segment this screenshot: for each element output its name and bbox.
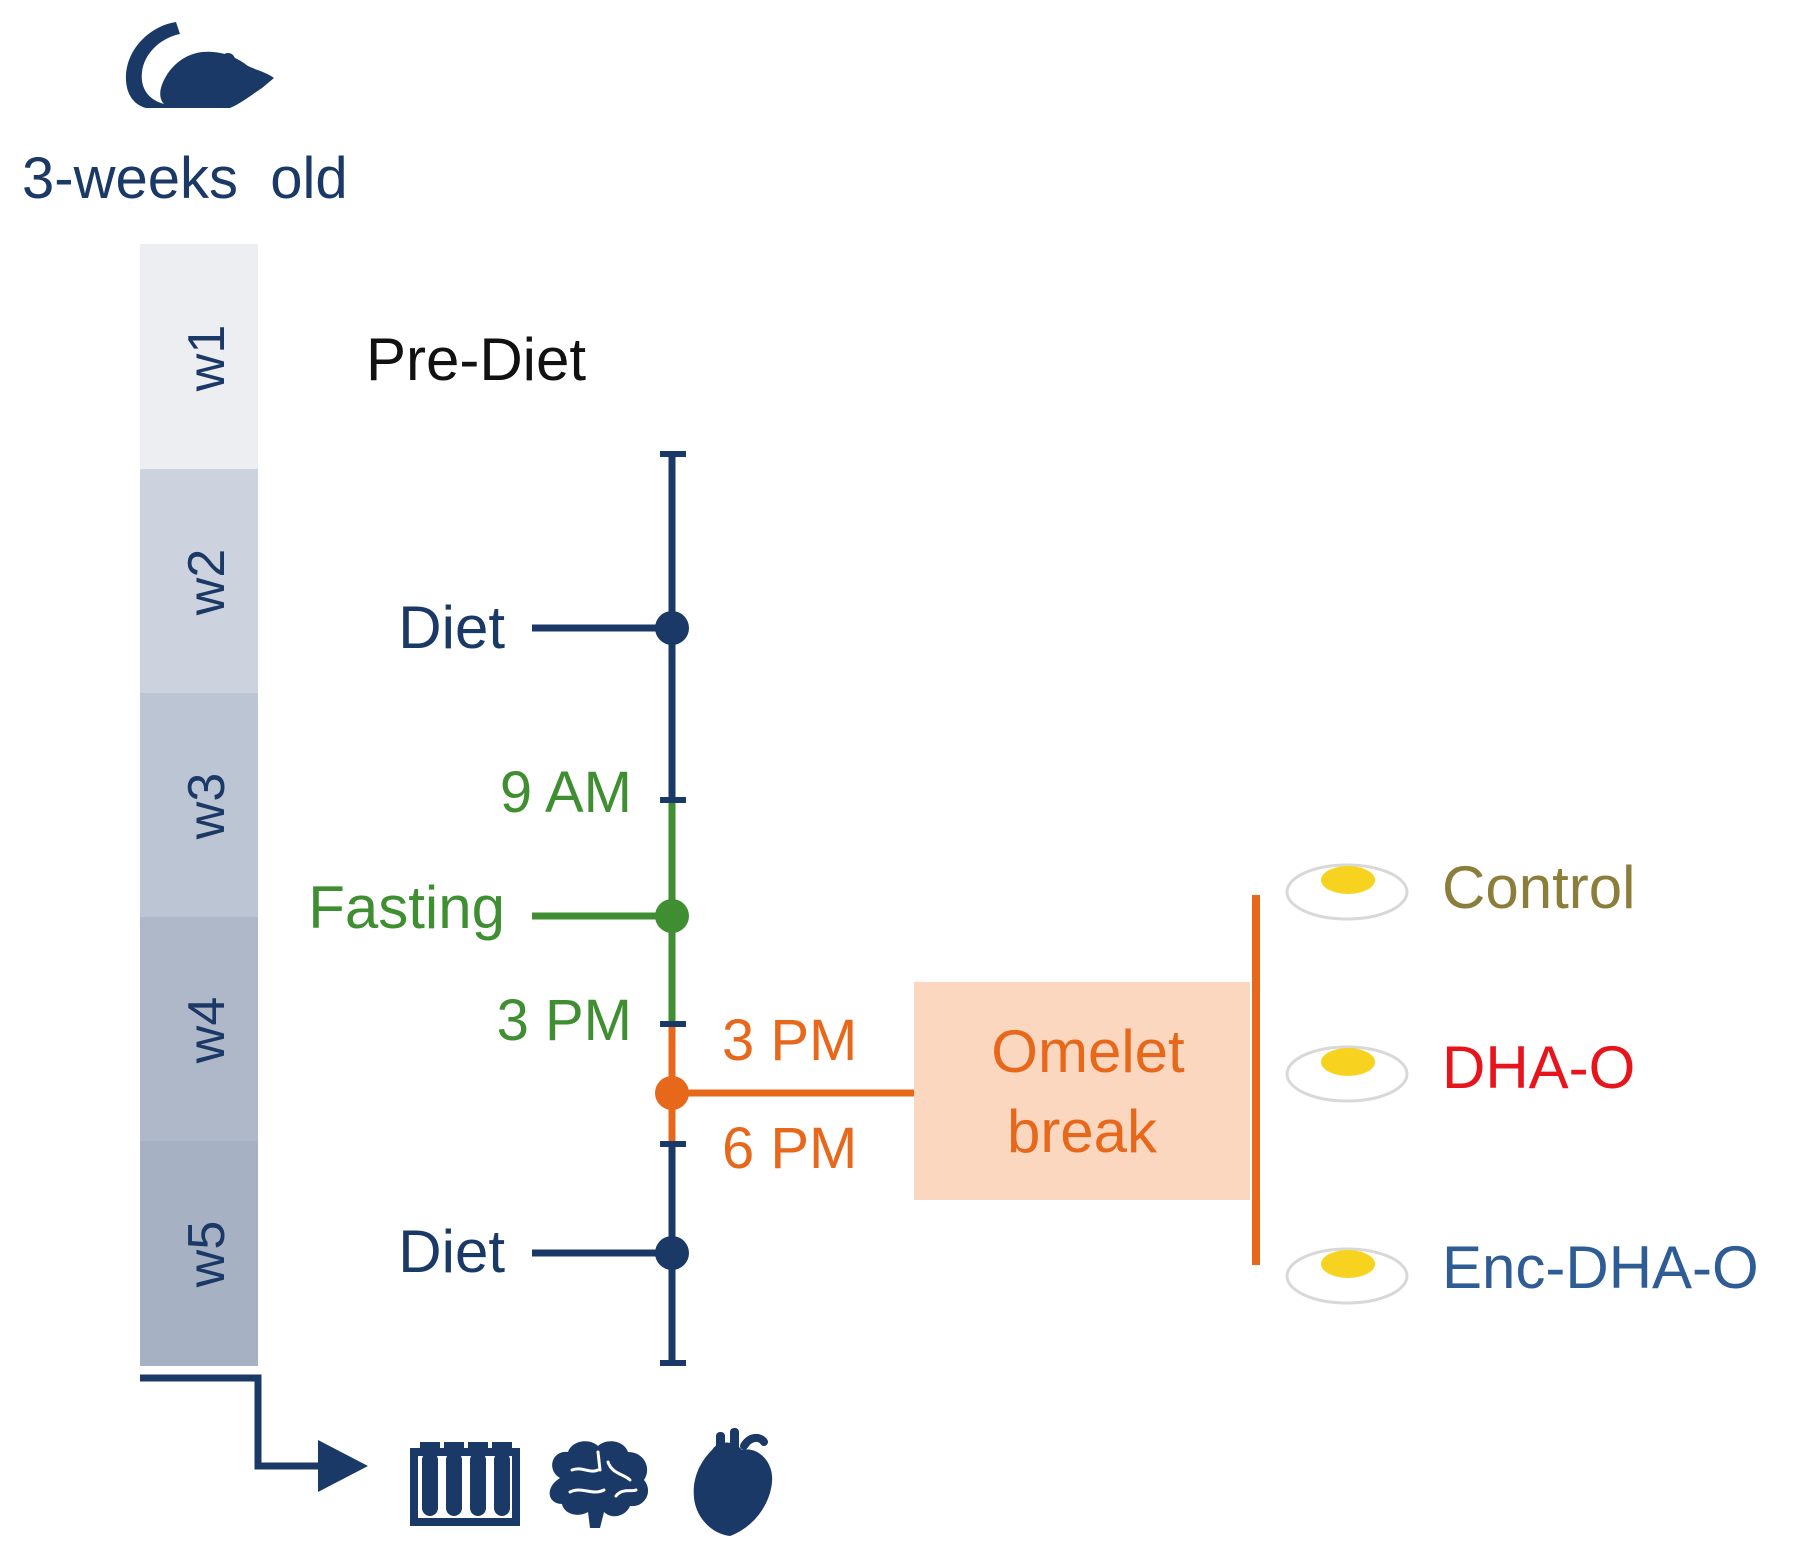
fried-egg-icon <box>1285 1045 1409 1103</box>
test-tubes-icon <box>410 1442 520 1526</box>
group-label-enc-dha-o: Enc-DHA-O <box>1442 1234 1759 1301</box>
omelet-branch: 3 PM 6 PM Omelet break <box>655 895 1260 1265</box>
diet-top-branch: Diet <box>398 594 689 661</box>
week-block-1 <box>140 244 258 469</box>
week-column: w1 w2 w3 w4 w5 <box>140 244 258 1366</box>
fried-egg-icon <box>1285 1247 1409 1305</box>
omelet-break-line1: Omelet <box>991 1018 1185 1085</box>
fasting-start-time: 9 AM <box>500 760 632 825</box>
group-control: Control <box>1285 854 1635 921</box>
week-label-4: w4 <box>178 997 236 1064</box>
arrow-right-icon <box>140 1374 368 1492</box>
week-block-5 <box>140 1141 258 1366</box>
week-block-3 <box>140 693 258 917</box>
diet-bottom-branch: Diet <box>398 1218 689 1285</box>
diet-top-label: Diet <box>398 594 505 661</box>
fasting-branch: 9 AM Fasting 3 PM <box>308 760 689 1053</box>
diet-bottom-label: Diet <box>398 1218 505 1285</box>
fried-egg-icon <box>1285 863 1409 921</box>
mouse-icon <box>125 22 274 108</box>
group-label-control: Control <box>1442 854 1635 921</box>
group-label-dha-o: DHA-O <box>1442 1034 1635 1101</box>
pre-diet-label: Pre-Diet <box>366 326 586 393</box>
group-enc-dha-o: Enc-DHA-O <box>1285 1234 1759 1305</box>
fasting-label: Fasting <box>308 874 505 941</box>
week-label-5: w5 <box>178 1221 236 1288</box>
brain-icon <box>549 1441 649 1528</box>
heart-icon <box>693 1428 773 1536</box>
omelet-break-box <box>914 982 1250 1200</box>
omelet-start-time: 3 PM <box>722 1008 857 1073</box>
age-label: 3-weeks old <box>22 146 348 211</box>
week-label-2: w2 <box>178 549 236 616</box>
week-block-2 <box>140 469 258 693</box>
week-label-1: w1 <box>178 325 236 392</box>
fasting-end-time: 3 PM <box>497 988 632 1053</box>
omelet-break-line2: break <box>1007 1098 1158 1165</box>
week-label-3: w3 <box>178 773 236 840</box>
omelet-end-time: 6 PM <box>722 1116 857 1181</box>
group-dha-o: DHA-O <box>1285 1034 1635 1103</box>
week-block-4 <box>140 917 258 1141</box>
